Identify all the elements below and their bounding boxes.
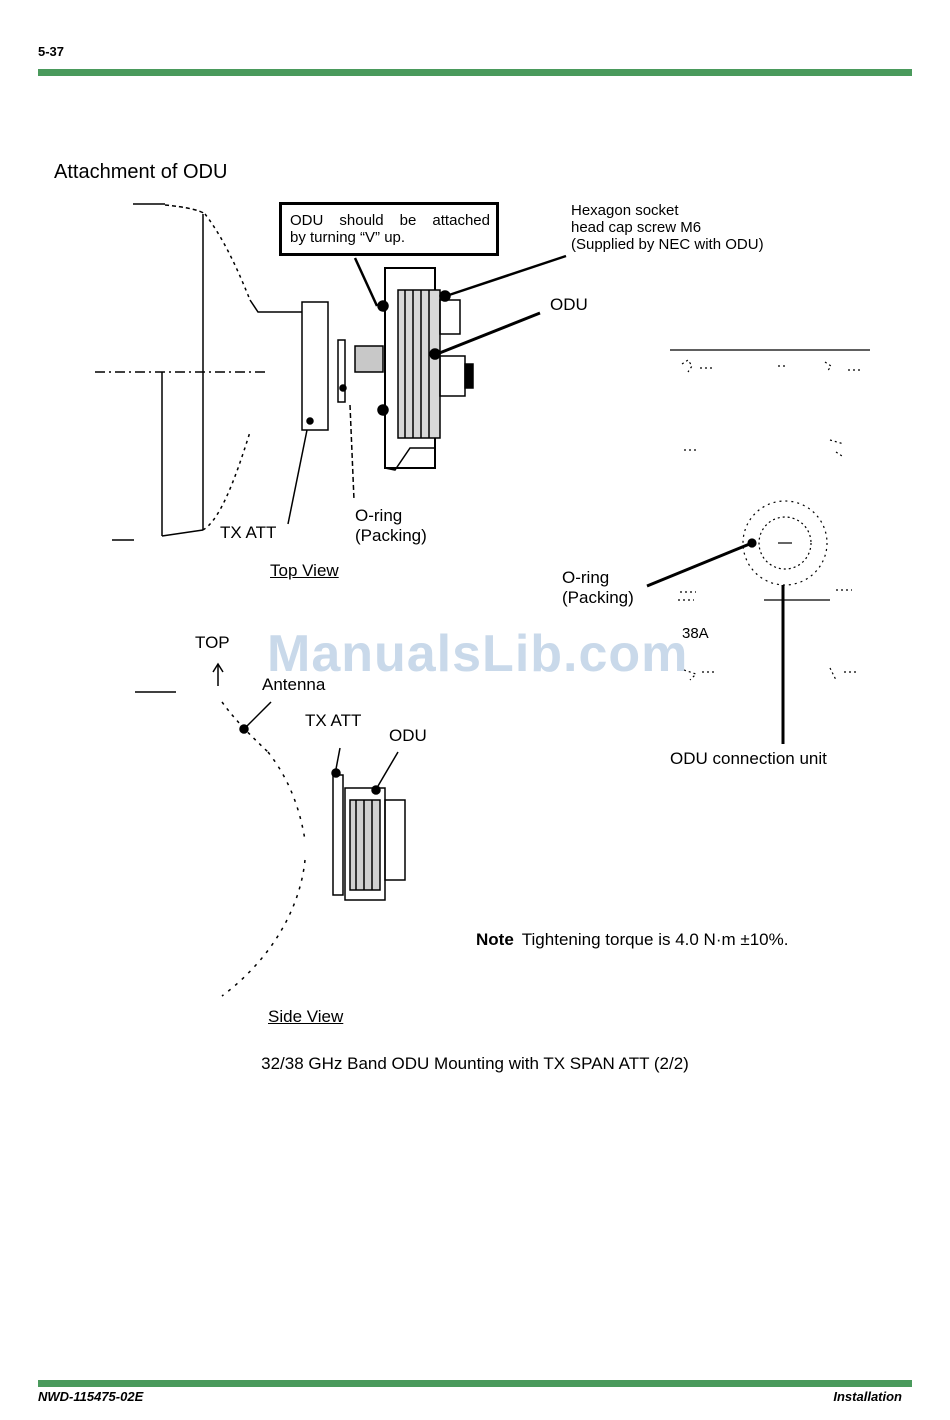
callout-line1: ODU should be attached (290, 212, 490, 229)
tx-att-block (301, 301, 329, 431)
callout-box: ODU should be attached by turning “V” up… (279, 202, 499, 256)
top-view-label: Top View (270, 561, 339, 580)
header-rule (38, 69, 912, 76)
note-label: Note (476, 930, 514, 949)
antenna-label: Antenna (262, 675, 326, 694)
footer-rule (38, 1380, 912, 1387)
footer-section: Installation (833, 1389, 902, 1404)
odu-label-side: ODU (389, 726, 427, 745)
figure-caption: 32/38 GHz Band ODU Mounting with TX SPAN… (261, 1054, 689, 1073)
odu-connection-unit (646, 349, 870, 744)
band-38a-label: 38A (682, 625, 709, 642)
callout-line2: by turning “V” up. (290, 229, 406, 246)
tx-att-label-top: TX ATT (220, 523, 277, 542)
oring-label-top: O-ring (Packing) (355, 506, 427, 545)
side-view-label: Side View (268, 1007, 344, 1026)
page-number: 5-37 (38, 44, 65, 59)
note: Note Tightening torque is 4.0 N·m ±10%. (476, 930, 788, 950)
note-text: Tightening torque is 4.0 N·m ±10%. (521, 930, 789, 949)
tx-att-label-side: TX ATT (305, 711, 362, 730)
antenna-top-view (95, 203, 302, 541)
odu-top-view (354, 267, 474, 471)
section-title: Attachment of ODU (54, 161, 228, 183)
side-view-diagram (135, 662, 406, 997)
watermark: ManualsLib.com (267, 625, 689, 683)
oring-label-right: O-ring (Packing) (562, 568, 634, 607)
top-arrow-label: TOP (195, 633, 230, 652)
hexagon-screw-label: Hexagon socket head cap screw M6 (Suppli… (571, 202, 764, 253)
document-id: NWD-115475-02E (38, 1389, 144, 1404)
odu-connection-unit-label: ODU connection unit (670, 749, 827, 768)
odu-label-top: ODU (550, 295, 588, 314)
